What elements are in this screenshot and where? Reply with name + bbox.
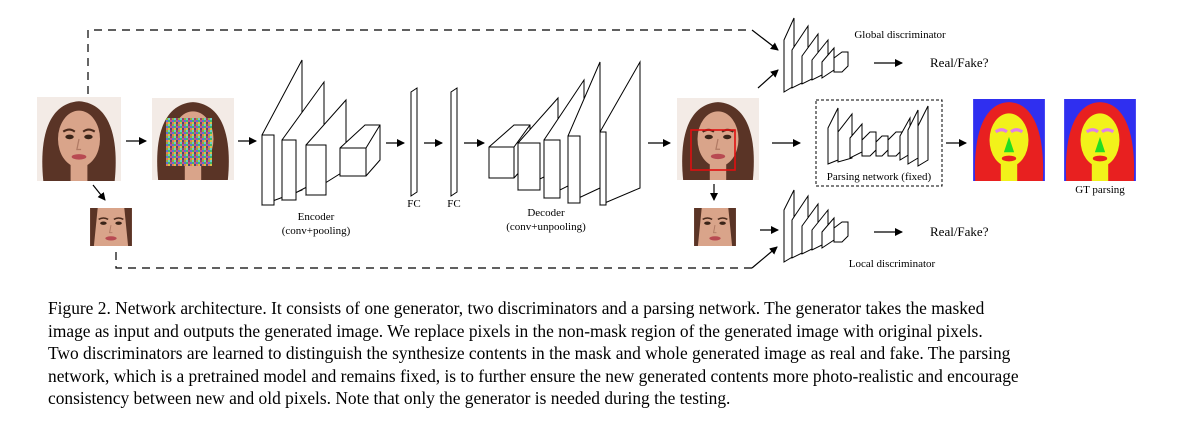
parsing-output-image [972,99,1046,181]
encoder-blocks [261,59,381,206]
encoder-sublabel: (conv+pooling) [282,225,351,237]
decoder-blocks [488,60,641,206]
gt-parsing-image [1063,99,1137,181]
caption-line-3: Two discriminators are learned to distin… [48,343,1011,364]
encoder-label: Encoder [298,211,335,223]
generated-local-crop [694,208,736,246]
parsing-network-label: Parsing network (fixed) [827,171,932,183]
skip-arrows [751,29,779,269]
global-real-fake-label: Real/Fake? [930,55,989,70]
fc2-label: FC [447,198,460,210]
caption-line-2: image as input and outputs the generated… [48,320,983,341]
local-real-fake-label: Real/Fake? [930,224,989,239]
global-discriminator-blocks [783,17,849,93]
input-local-crop [90,208,132,246]
local-skip-line [115,252,752,269]
crop-arrow-input [92,184,106,201]
fc-layer-1 [410,87,418,197]
caption-line-5: consistency between new and old pixels. … [48,388,731,409]
local-discriminator-blocks [783,189,849,263]
caption-line-4: network, which is a pretrained model and… [48,365,1019,386]
noise-mask [166,118,212,166]
dashed-skip-connections [87,29,752,269]
masked-image [152,97,234,181]
mask-region-box [690,129,736,171]
network-architecture-diagram: Encoder (conv+pooling) FC FC Decoder (co… [37,17,1137,270]
decoder-label: Decoder [527,207,565,219]
gt-parsing-label: GT parsing [1075,184,1125,196]
input-image [37,97,121,181]
global-discriminator-label: Global discriminator [854,29,946,41]
local-discriminator-label: Local discriminator [849,258,936,270]
fc1-label: FC [407,198,420,210]
generated-image [677,97,759,181]
caption-line-1: Figure 2. Network architecture. It consi… [48,298,985,318]
global-skip-line [87,29,752,94]
parsing-network-box [815,99,943,187]
fc-layer-2 [450,87,458,197]
figure-caption: Figure 2. Network architecture. It consi… [48,297,1178,410]
decoder-sublabel: (conv+unpooling) [506,221,586,233]
